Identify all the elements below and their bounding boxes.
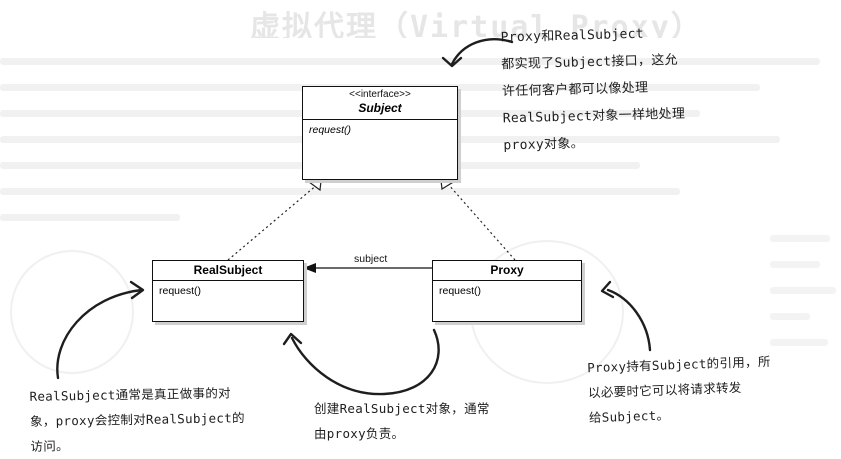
background-circle [10,250,134,374]
realsubject-class-header: RealSubject [153,261,303,281]
annotation-line: RealSubject通常是真正做事的对 [29,385,231,404]
subject-class-header: <<interface>> Subject [303,87,457,120]
annotation-line: 由proxy负责。 [314,426,405,441]
annotation-line: 创建RealSubject对象，通常 [314,401,490,416]
annotation-creation-note: 创建RealSubject对象，通常 由proxy负责。 [314,396,490,446]
realsubject-method: request() [159,285,202,297]
association-arrowhead [303,263,316,273]
annotation-interface-note: Proxy和RealSubject 都实现了Subject接口，这允 许任何客户… [500,20,686,160]
hand-arrow-top [450,38,514,66]
hand-arrow-right-head [600,280,615,299]
proxy-class-name: Proxy [490,263,524,277]
proxy-method: request() [439,285,482,297]
hand-arrow-mid-head [282,332,303,346]
subject-interface-box: <<interface>> Subject request() [302,86,458,180]
hand-arrow-top-head [441,56,463,68]
proxy-class-box: Proxy request() [432,260,582,322]
annotation-line: proxy对象。 [503,136,585,154]
association-label: subject [354,253,388,265]
realsubject-class-box: RealSubject request() [152,260,304,322]
background-side-lines [770,235,840,365]
annotation-line: RealSubject对象一样地处理 [502,106,686,127]
realsubject-class-name: RealSubject [193,263,263,277]
annotation-realsubject-note: RealSubject通常是真正做事的对 象，proxy会控制对RealSubj… [29,380,245,459]
realization-line-realsubject [227,183,319,261]
proxy-class-header: Proxy [433,261,581,281]
realization-line-proxy [447,183,516,261]
annotation-line: 象，proxy会控制对RealSubject的 [29,410,245,429]
subject-method: request() [309,124,352,136]
annotation-line: 都实现了Subject接口，这允 [501,52,679,73]
hand-arrow-left [56,288,144,380]
hand-arrow-mid [290,328,440,396]
hand-arrow-right [606,288,652,352]
page-title: 虚拟代理（Virtual Proxy） [250,10,703,38]
stereotype-label: <<interface>> [349,89,411,100]
annotation-proxy-note: Proxy持有Subject的引用，所 以必要时它可以将请求转发 给Subjec… [587,349,773,430]
subject-class-name: Subject [358,101,402,115]
annotation-line: 访问。 [30,438,69,454]
hand-arrow-left-head [129,280,145,300]
